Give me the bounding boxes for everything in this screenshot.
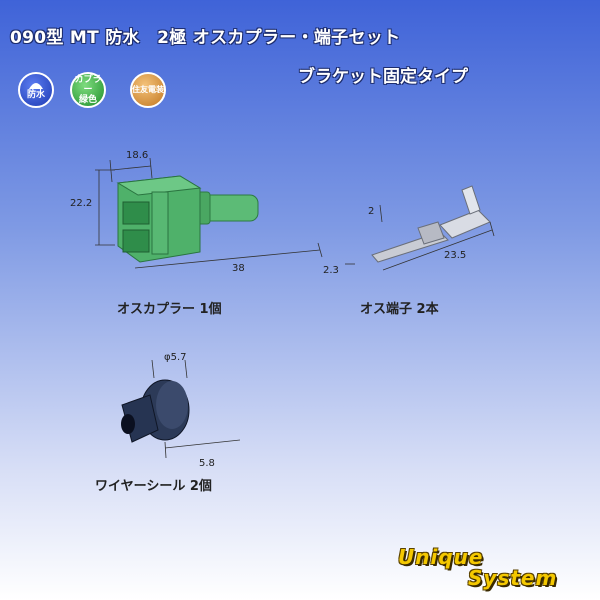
seal-length-label: 5.8 [199,458,215,469]
seal-dimension-lines [151,359,241,459]
brand-logo-line2: System [468,566,558,590]
terminal-dim-a-label: 2 [368,206,375,217]
maker-badge-label: 住友電装 [132,85,164,94]
coupler-width-label: 18.6 [126,150,149,161]
page-subtitle: ブラケット固定タイプ [298,67,468,87]
coupler-image [116,175,259,263]
coupler-dimension-lines [95,157,323,269]
coupler-caption: オスカプラー 1個 [117,302,222,317]
terminal-length-label: 23.5 [444,250,467,261]
page-title: 090型 MT 防水 2極 オスカプラー・端子セット [10,28,401,48]
terminal-image [371,185,491,263]
brand-logo-line1: Unique [398,545,484,569]
coupler-color-badge-line2: 緑色 [78,95,97,105]
terminal-dimension-lines [345,204,495,271]
seal-diameter-label: φ5.7 [164,352,187,363]
terminal-dim-b-label: 2.3 [323,265,339,276]
seal-caption: ワイヤーシール 2個 [95,479,212,494]
coupler-length-label: 38 [232,263,245,274]
coupler-color-badge-line1: カプラー [74,75,102,95]
waterproof-badge: 防水 [18,72,54,108]
coupler-height-label: 22.2 [70,198,93,209]
seal-image [121,379,190,443]
umbrella-icon [29,82,43,89]
waterproof-badge-label: 防水 [26,89,45,100]
maker-badge: 住友電装 [130,72,166,108]
terminal-caption: オス端子 2本 [360,302,439,317]
coupler-color-badge: カプラー 緑色 [70,72,106,108]
